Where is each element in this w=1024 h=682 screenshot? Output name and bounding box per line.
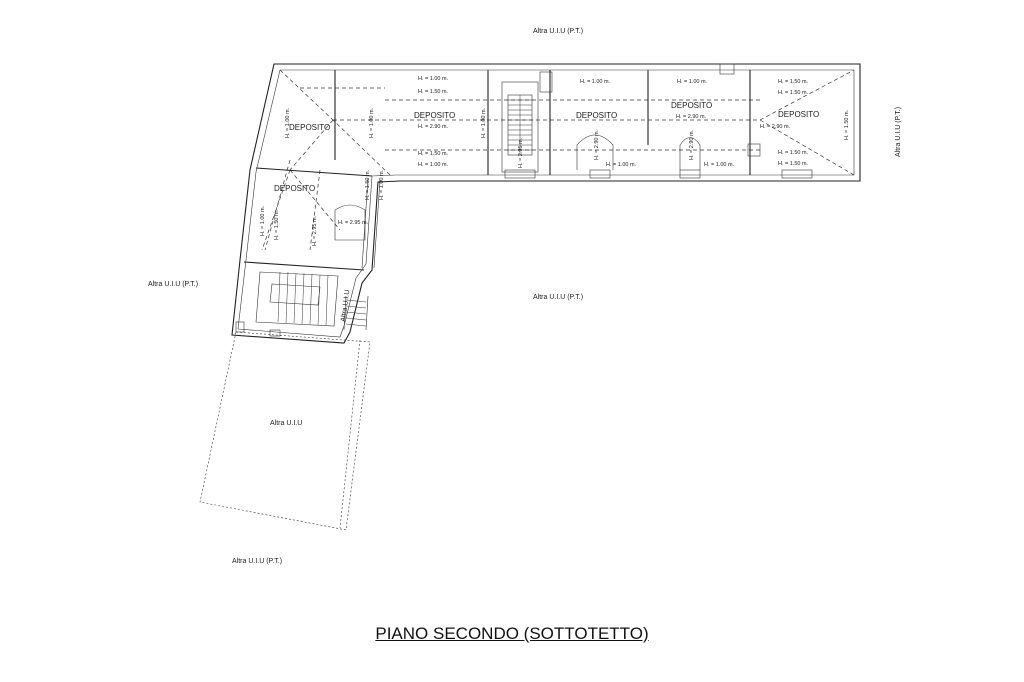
outer-walls (231, 63, 861, 344)
partitions (243, 63, 813, 271)
height-label: H. = 1.00 m. (481, 107, 487, 138)
height-label: H. = 2.90 m. (594, 129, 600, 160)
height-label: H. = 1.50 m. (418, 151, 449, 157)
height-label: H. = 1.50 m. (778, 79, 809, 85)
drawing-title-text: PIANO SECONDO (SOTTOTETTO) (375, 624, 649, 643)
height-label: H. = 1.50 m. (365, 169, 371, 200)
height-label: H. = 1.50 m. (418, 89, 449, 95)
lower-block (199, 331, 371, 531)
height-label: H. = 1.00 m. (418, 162, 449, 168)
room-label-deposito-4: DEPOSITO (671, 101, 712, 110)
height-labels-vertical: H. = 1.00 m. H. = 1.00 m. H. = 1.00 m. H… (260, 107, 850, 246)
label-altra-uiu-center: Altra U.I.U (P.T.) (533, 294, 583, 301)
height-label: H. = 2.95 m. (518, 137, 524, 168)
height-label: H. = 2.90 m. (676, 114, 707, 120)
room-label-deposito-3: DEPOSITO (576, 111, 617, 120)
height-label: H. = 1.00 m. (379, 169, 385, 200)
label-altra-uiu-stair: Altra U.I.U (340, 289, 351, 322)
height-label: H. = 1.50 m. (778, 161, 809, 167)
room-label-deposito-2: DEPOSITO (414, 111, 455, 120)
height-label: H. = 1.50 m. (778, 90, 809, 96)
height-label: H. = 1.00 m. (285, 107, 291, 138)
staircase-left (235, 271, 369, 337)
height-label: H. = 2.90 m. (760, 124, 791, 130)
height-label: H. = 1.50 m. (778, 150, 809, 156)
label-altra-uiu-right: Altra U.I.U (P.T.) (895, 107, 902, 157)
external-labels: Altra U.I.U (P.T.) Altra U.I.U (P.T.) Al… (148, 28, 902, 565)
staircase-top (507, 94, 533, 156)
height-label: H. = 1.00 m. (418, 76, 449, 82)
room-label-deposito-1: DEPOSITO (289, 123, 330, 132)
height-label: H. = 1.00 m. (677, 79, 708, 85)
room-label-deposito-6: DEPOSITO (274, 184, 315, 193)
label-altra-uiu-left: Altra U.I.U (P.T.) (148, 281, 198, 288)
label-altra-uiu-bottom: Altra U.I.U (P.T.) (232, 558, 282, 565)
height-labels: H. = 1.00 m. H. = 1.50 m. H. = 2.90 m. H… (338, 76, 809, 226)
height-label: H. = 1.50 m. (274, 209, 280, 240)
height-label: H. = 1.50 m. (844, 109, 850, 140)
height-label: H. = 1.00 m. (704, 162, 735, 168)
height-label: H. = 2.95 m. (312, 215, 318, 246)
height-label: H. = 1.00 m. (580, 79, 611, 85)
height-label: H. = 1.00 m. (260, 205, 266, 236)
label-altra-uiu-top: Altra U.I.U (P.T.) (533, 28, 583, 35)
height-label: H. = 2.90 m. (689, 129, 695, 160)
height-label: H. = 1.00 m. (369, 107, 375, 138)
label-altra-uiu-lower-block: Altra U.I.U (270, 420, 302, 427)
room-label-deposito-5: DEPOSITO (778, 110, 819, 119)
height-label: H. = 1.00 m. (606, 162, 637, 168)
room-labels: DEPOSITO DEPOSITO DEPOSITO DEPOSITO DEPO… (274, 101, 819, 193)
roof-lines (261, 69, 855, 251)
height-label: H. = 2.90 m. (418, 124, 449, 130)
height-label: H. = 2.95 m. (338, 220, 369, 226)
drawing-title: PIANO SECONDO (SOTTOTETTO) (0, 624, 1024, 644)
